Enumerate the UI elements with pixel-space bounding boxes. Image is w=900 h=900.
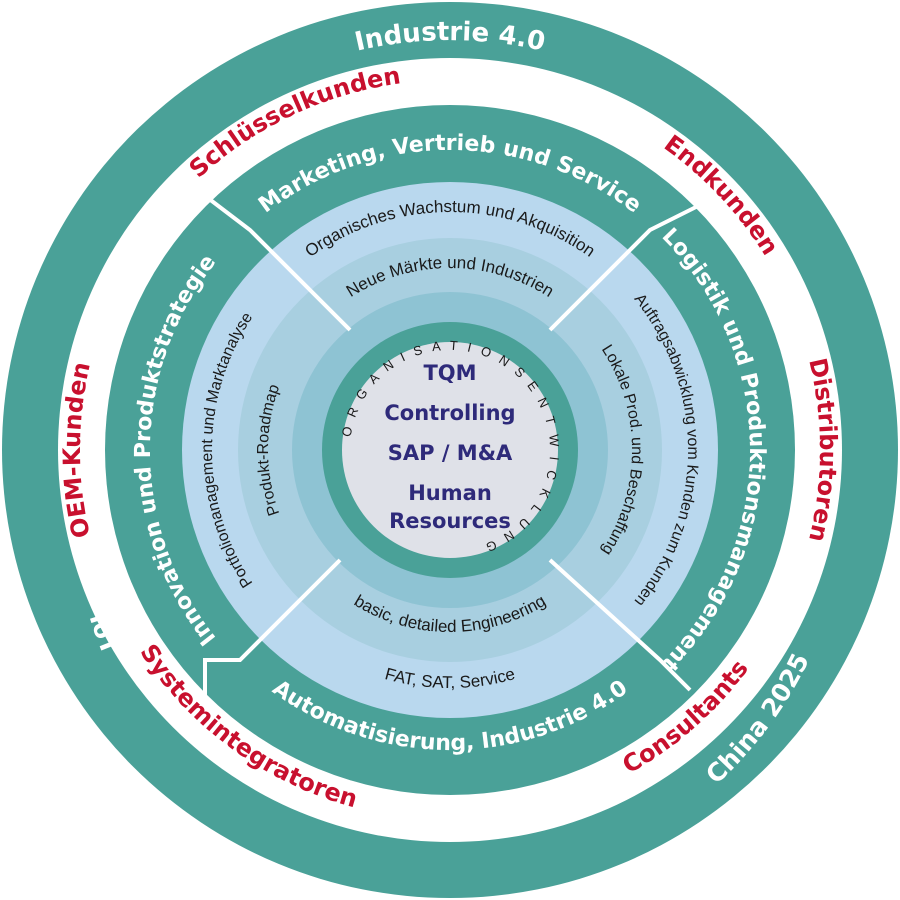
- center-controlling: Controlling: [384, 401, 515, 425]
- center-circle: [342, 342, 558, 558]
- center-sap: SAP / M&A: [388, 441, 513, 465]
- center-human: Human: [408, 481, 492, 505]
- center-tqm: TQM: [423, 361, 476, 385]
- center-resources: Resources: [389, 509, 511, 533]
- center-labels: TQM Controlling SAP / M&A Human Resource…: [384, 361, 515, 533]
- quadrant-dividers: [198, 190, 701, 695]
